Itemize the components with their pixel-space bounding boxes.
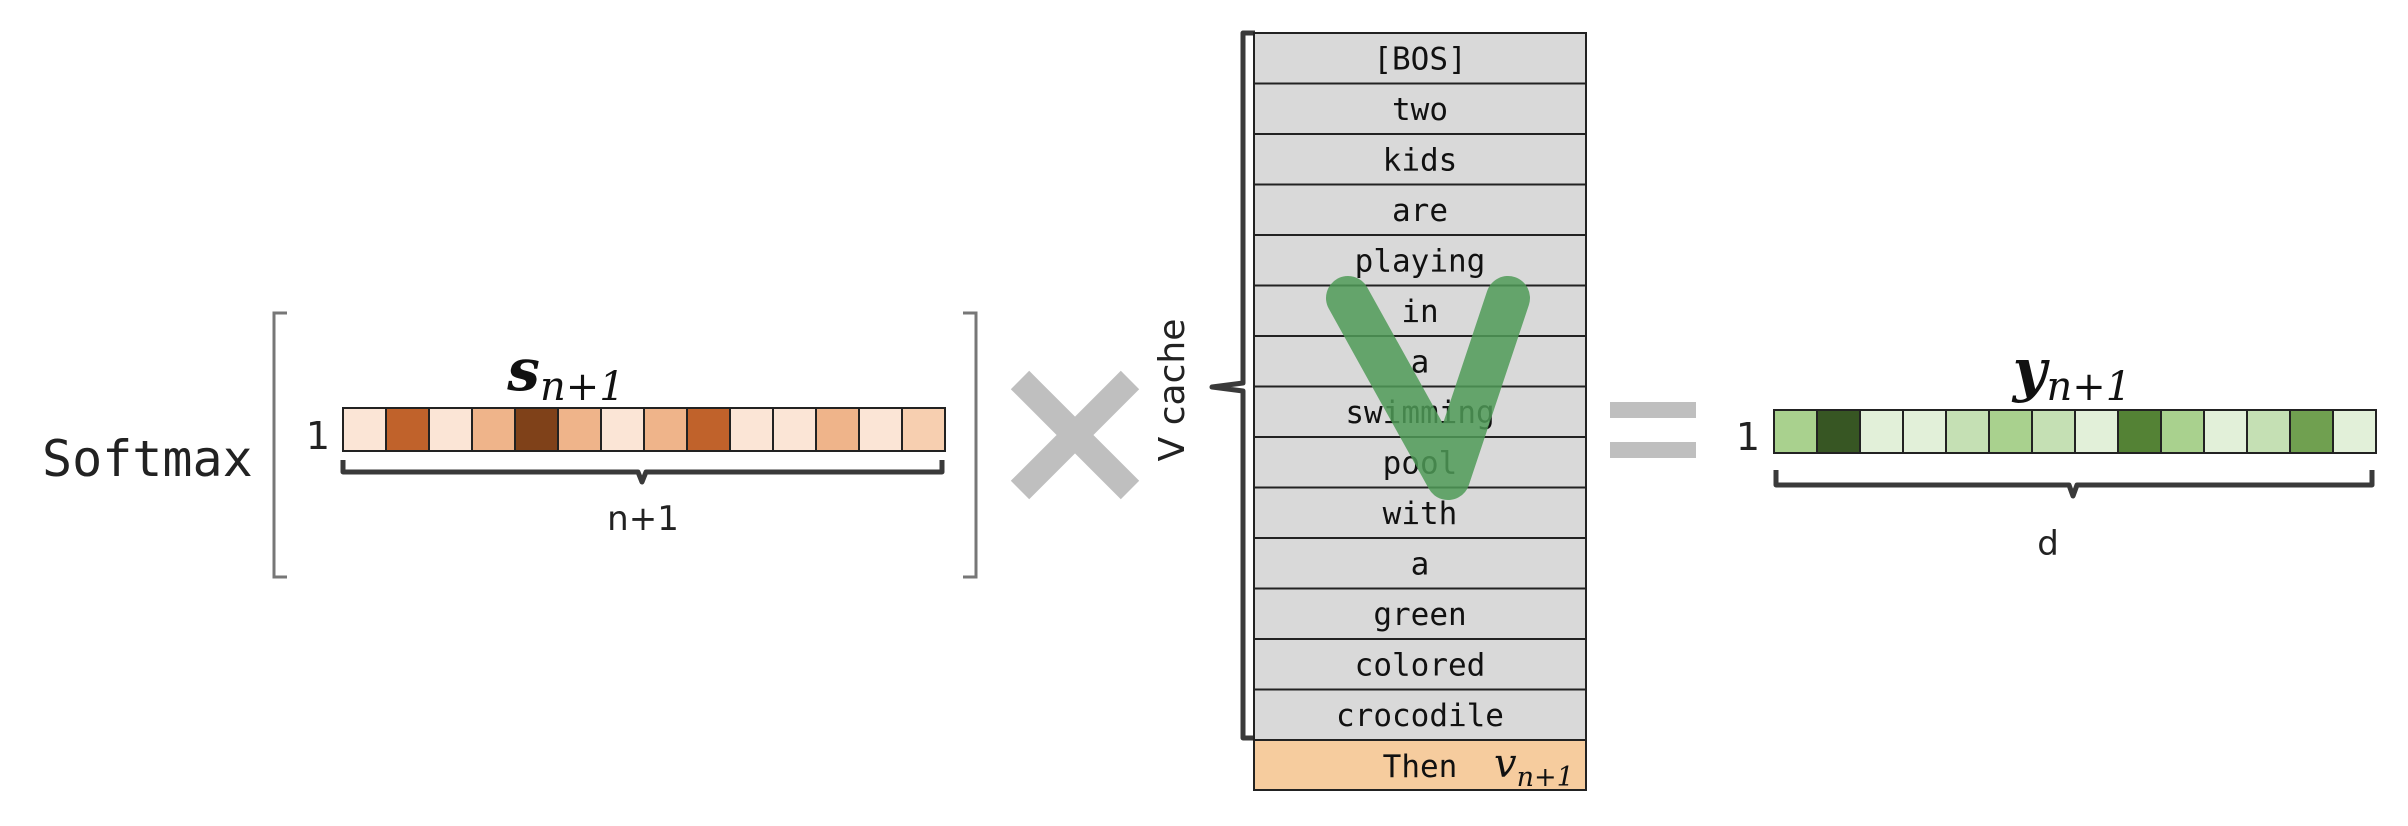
v-cache-token: kids [1383, 142, 1458, 178]
v-cache-row [1253, 537, 1587, 590]
output-vector-title: yn+1 [2011, 336, 2131, 410]
score-vector-title: sn+1 [506, 336, 624, 410]
score-vector-symbol: s [506, 336, 540, 404]
output-vector-rows-label: 1 [1736, 415, 1760, 459]
score-vector-cell [643, 407, 688, 452]
output-vector-symbol: y [2011, 336, 2051, 404]
score-vector-cell [514, 407, 559, 452]
score-vector-cell [858, 407, 903, 452]
v-cache-brace [1209, 30, 1255, 741]
output-vector-cell [2117, 409, 2162, 454]
output-vector-brace [1773, 470, 2375, 499]
v-cache-row [1253, 638, 1587, 691]
v-cache-token: are [1392, 193, 1448, 229]
output-vector-subscript: n+1 [2046, 364, 2131, 410]
v-cache-token: crocodile [1336, 698, 1504, 734]
v-cache-row [1253, 335, 1587, 388]
v-cache-row [1253, 234, 1587, 287]
v-cache-row [1253, 32, 1587, 85]
v-cache-token: a [1411, 546, 1430, 582]
v-cache-row [1253, 688, 1587, 741]
softmax-left-bracket [272, 311, 287, 579]
output-vector-length-label: d [2037, 524, 2059, 564]
v-cache-new-row [1253, 739, 1587, 791]
output-vector-cell [2031, 409, 2076, 454]
output-vector-cell [1773, 409, 1818, 454]
score-vector-cell [428, 407, 473, 452]
v-cache-new-token: Then [1383, 749, 1458, 785]
output-vector-cell [1988, 409, 2033, 454]
v-cache-token: [BOS] [1373, 41, 1466, 77]
score-vector-cell [471, 407, 516, 452]
softmax-right-bracket [963, 311, 978, 579]
score-vector-rows-label: 1 [306, 414, 330, 458]
score-vector-cell [557, 407, 602, 452]
v-cache-token: with [1383, 496, 1458, 532]
v-cache-token: a [1411, 344, 1430, 380]
v-cache-row [1253, 486, 1587, 539]
v-cache-token: two [1392, 92, 1448, 128]
score-vector-cell [600, 407, 645, 452]
v-cache-row [1253, 284, 1587, 337]
v-cache-row [1253, 183, 1587, 236]
output-vector-cell [1902, 409, 1947, 454]
score-vector-cells [342, 407, 946, 452]
output-vector-cell [2160, 409, 2205, 454]
output-vector-cells [1773, 409, 2377, 454]
score-vector-length-label: n+1 [607, 499, 679, 539]
score-vector-brace [340, 460, 945, 485]
v-cache-table: [BOS]twokidsareplayinginaswimmingpoolwit… [1253, 32, 1587, 741]
output-vector-cell [2246, 409, 2291, 454]
score-vector-cell [686, 407, 731, 452]
v-cache-token: green [1373, 597, 1466, 633]
v-cache-label: V cache [1152, 319, 1193, 462]
softmax-label: Softmax [42, 430, 253, 488]
output-vector-cell [1816, 409, 1861, 454]
v-cache-token: in [1401, 294, 1438, 330]
v-cache-new-symbol-subscript: n+1 [1517, 762, 1574, 793]
multiply-symbol: × [1010, 370, 1140, 500]
score-vector-subscript: n+1 [540, 364, 625, 410]
v-cache-new-symbol-letter: v [1494, 741, 1517, 787]
output-vector-cell [2332, 409, 2377, 454]
output-vector-cell [1945, 409, 1990, 454]
score-vector-cell [815, 407, 860, 452]
v-cache-row [1253, 133, 1587, 186]
output-vector-cell [2074, 409, 2119, 454]
score-vector-cell [729, 407, 774, 452]
output-vector-cell [2203, 409, 2248, 454]
output-vector-cell [2289, 409, 2334, 454]
v-cache-new-symbol: vn+1 [1494, 741, 1574, 793]
score-vector-cell [772, 407, 817, 452]
output-vector-cell [1859, 409, 1904, 454]
score-vector-cell [901, 407, 946, 452]
score-vector-cell [342, 407, 387, 452]
v-overlay-letter: V [1326, 276, 1530, 500]
equals-symbol: = [1610, 402, 1696, 458]
score-vector-cell [385, 407, 430, 452]
v-cache-token: playing [1355, 243, 1486, 279]
v-cache-token: colored [1355, 647, 1486, 683]
